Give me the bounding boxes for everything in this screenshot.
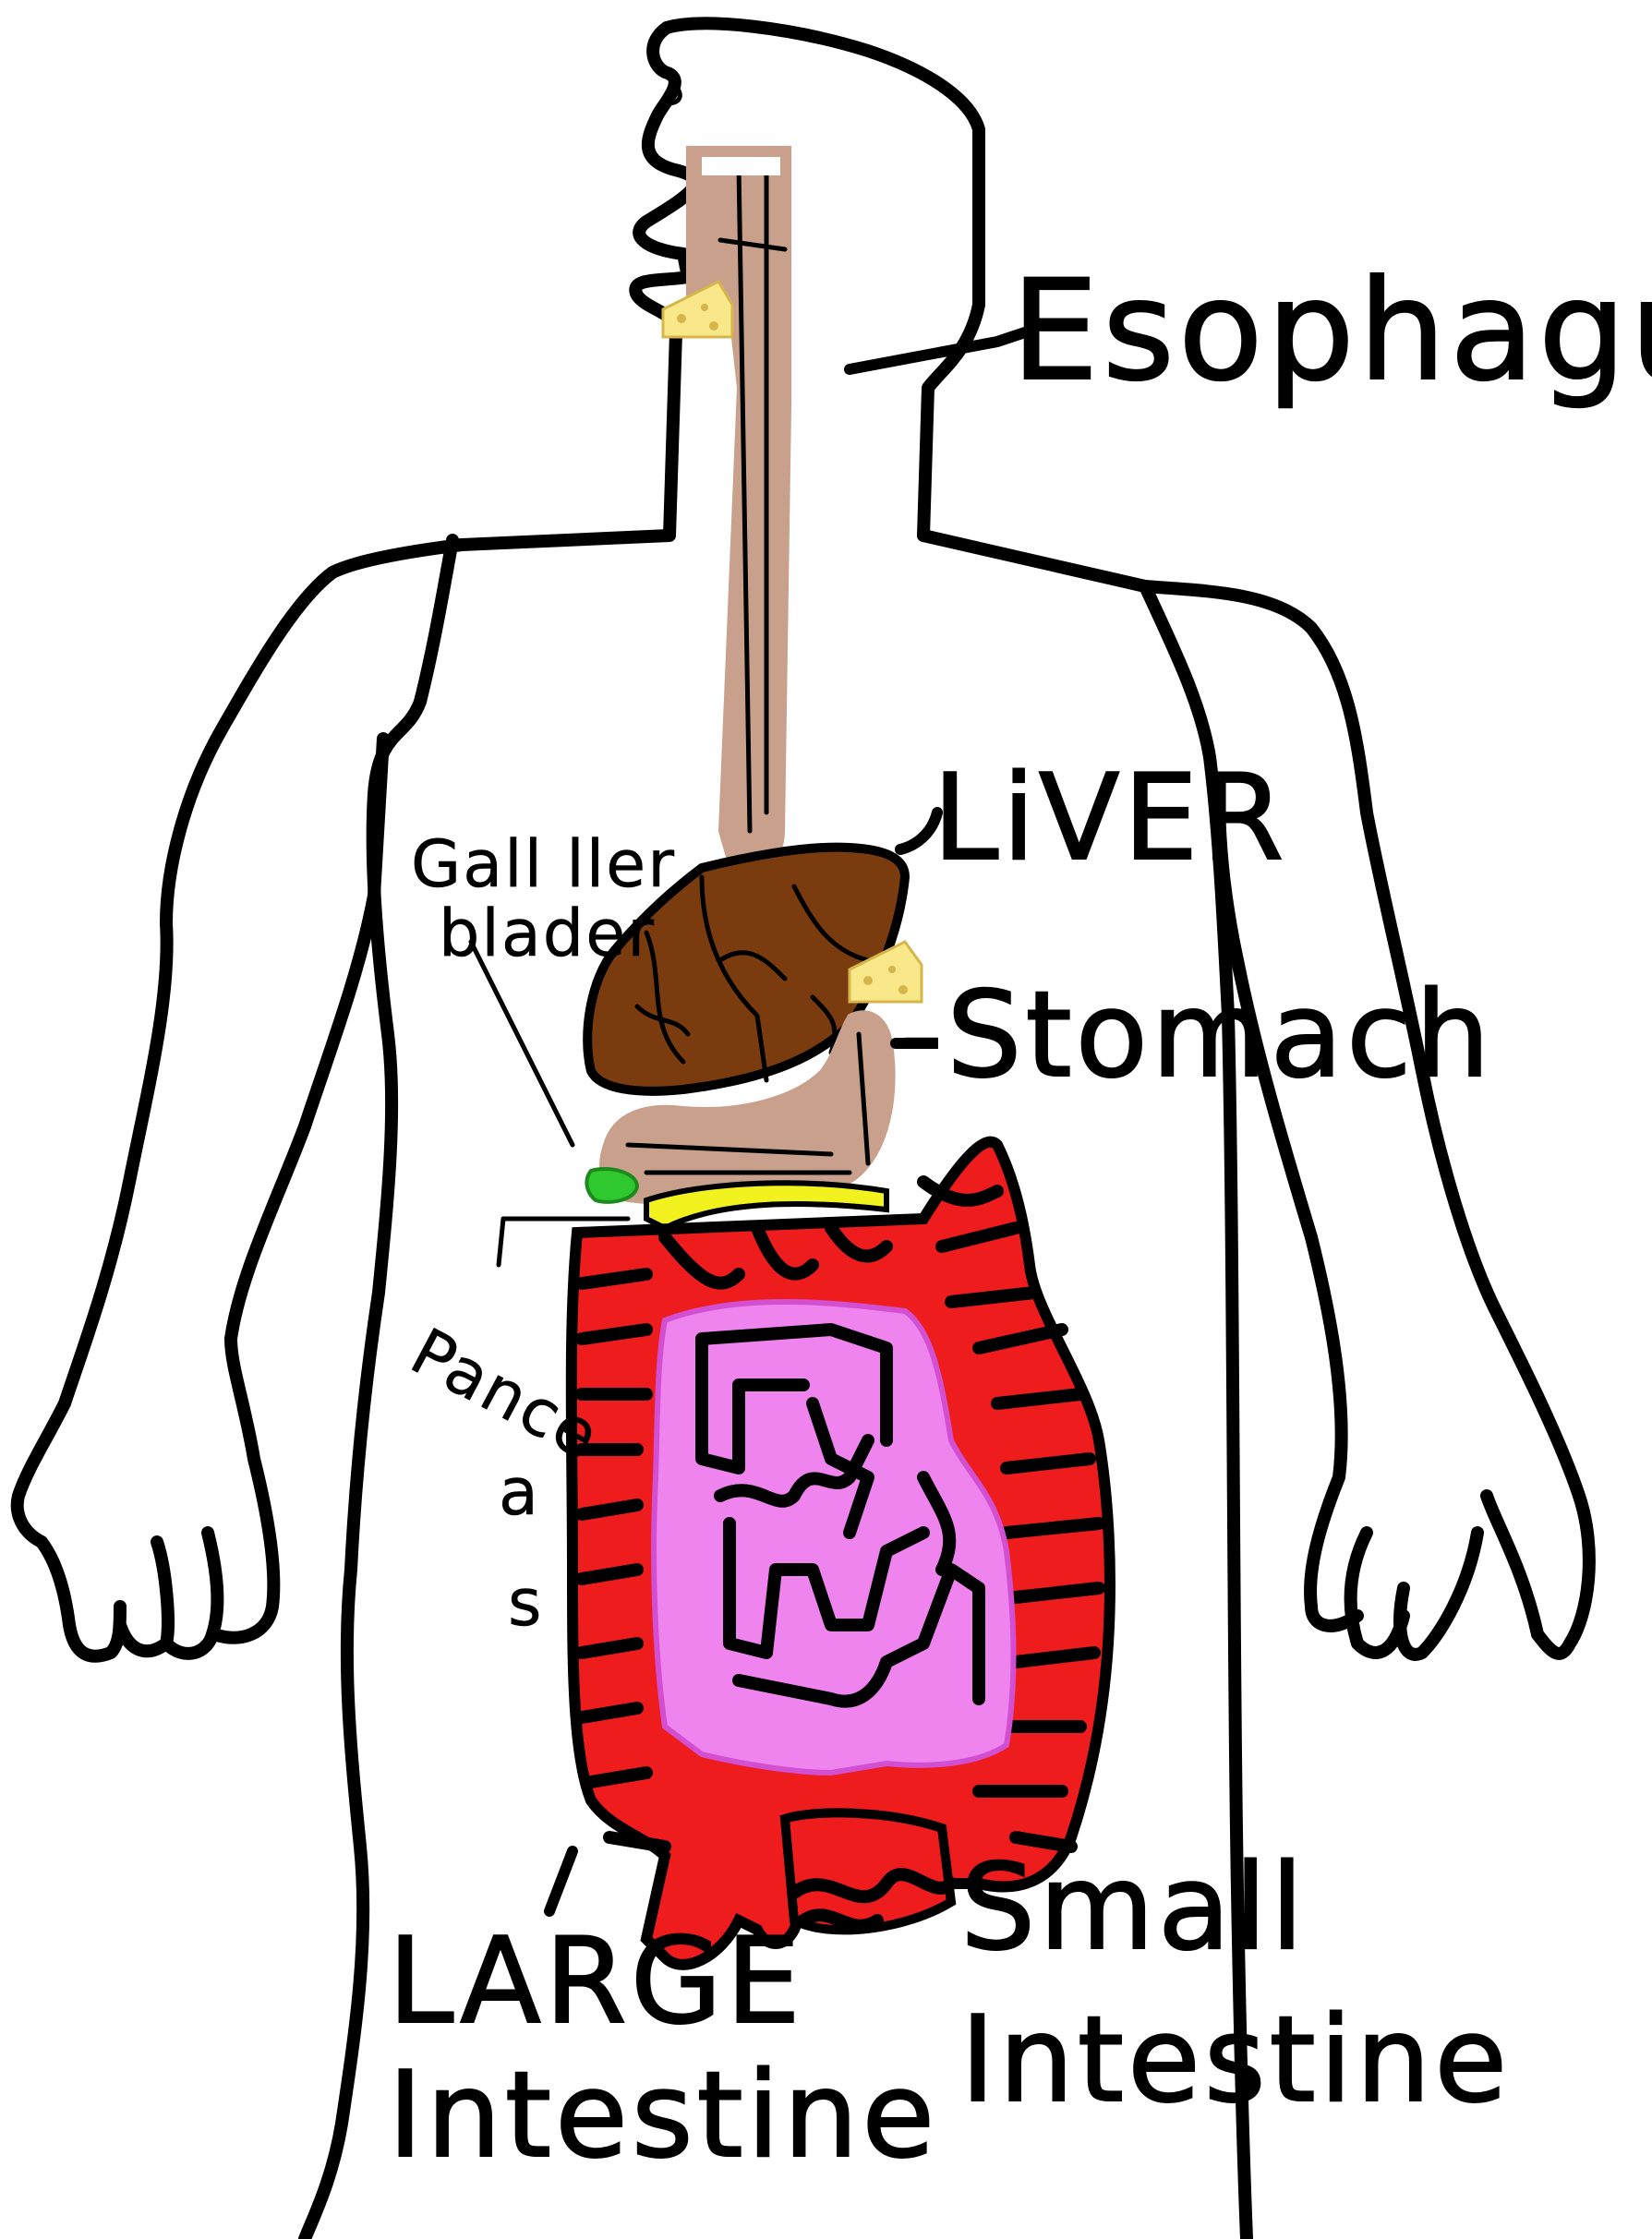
label-pancreas-3: s <box>508 1565 543 1641</box>
gall-bladder-leader <box>471 942 573 1145</box>
label-large-intestine-1: LARGE <box>388 1913 804 2051</box>
label-liver: LiVER <box>933 750 1287 887</box>
esophagus-leader <box>850 332 1025 369</box>
gall-bladder <box>586 1169 637 1202</box>
neck-right <box>923 536 1145 586</box>
esophagus-highlight <box>702 157 780 175</box>
label-gall-bladder-1: Gall ller <box>411 826 676 902</box>
label-pancreas-2: a <box>499 1454 540 1530</box>
large-intestine-leader <box>549 1851 573 1911</box>
label-large-intestine-2: Intestine <box>388 2047 938 2185</box>
right-hand <box>1310 1237 1537 1655</box>
label-esophagus: Esophagus <box>1011 251 1652 412</box>
label-small-intestine-1: Small <box>960 1839 1308 1977</box>
face-profile <box>635 28 694 332</box>
neck-left <box>462 332 676 545</box>
esophagus <box>688 148 790 863</box>
label-stomach: -Stomach <box>900 967 1494 1104</box>
label-gall-bladder-2: blader <box>439 896 656 971</box>
label-small-intestine-2: Intestine <box>960 1992 1511 2129</box>
liver-leader <box>900 813 937 849</box>
left-arm-inner <box>231 739 383 1339</box>
